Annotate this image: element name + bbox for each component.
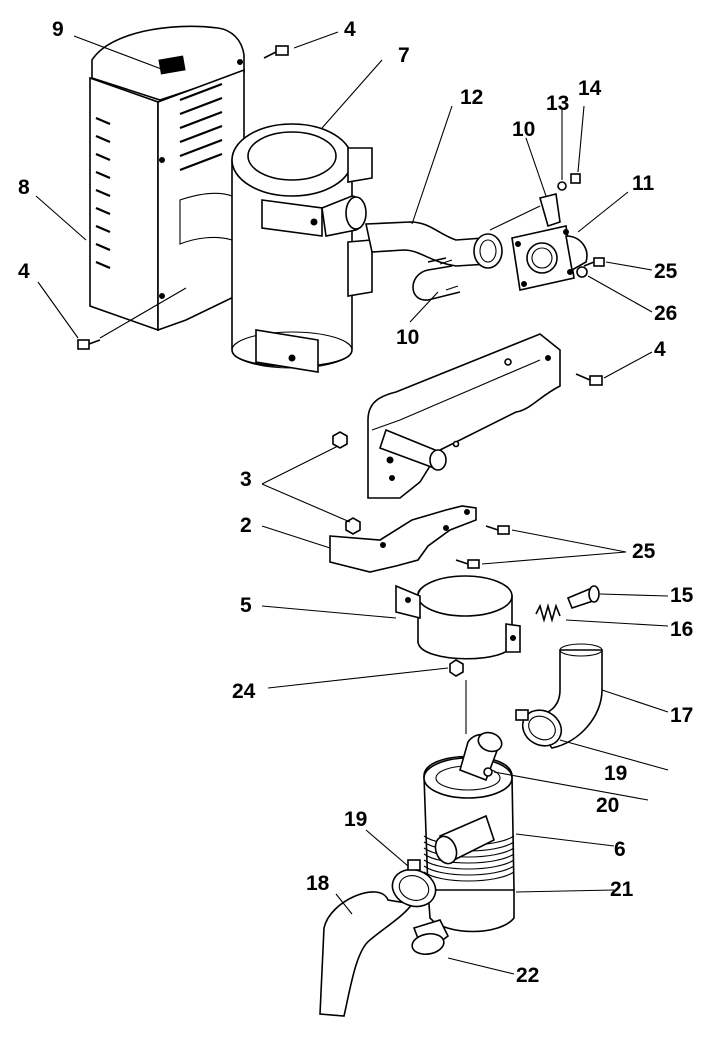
washer-26 [576, 266, 588, 278]
callout-labels: 9 4 7 12 13 14 10 11 8 4 25 26 10 4 3 2 … [18, 18, 694, 987]
spring-16 [535, 603, 561, 623]
callout-9: 9 [52, 18, 64, 41]
callout-22: 22 [516, 964, 539, 987]
nut-24 [449, 659, 464, 677]
callout-24: 24 [232, 680, 256, 703]
hose-clamp-19-lower [391, 859, 437, 908]
callout-21: 21 [610, 878, 634, 901]
callout-5: 5 [240, 594, 252, 617]
callout-15: 15 [670, 584, 694, 607]
centerline-a [99, 287, 187, 339]
bolt-25-b [455, 559, 480, 569]
bolt-4-right [575, 373, 603, 386]
muffler [231, 123, 373, 373]
washer-13 [557, 181, 567, 191]
bolt-4-left [77, 339, 101, 350]
u-bolt [412, 257, 461, 301]
hose-18 [319, 891, 414, 1017]
callout-25-lower: 25 [632, 540, 656, 563]
bolt-25-a [485, 525, 510, 535]
leader-lines [35, 31, 669, 975]
mounting-plate [367, 333, 561, 499]
bracket-2 [329, 505, 477, 573]
callout-19-lower: 19 [344, 808, 367, 831]
flange [511, 225, 588, 291]
callout-25-upper: 25 [654, 260, 678, 283]
callout-20: 20 [596, 794, 619, 817]
callout-10-upper: 10 [512, 118, 535, 141]
callout-16: 16 [670, 618, 693, 641]
callout-2: 2 [240, 514, 252, 537]
callout-10-lower: 10 [396, 326, 419, 349]
callout-7: 7 [398, 44, 410, 67]
callout-4-right: 4 [654, 338, 666, 361]
nut-3b [345, 517, 361, 535]
callout-18: 18 [306, 872, 330, 895]
nut-14 [570, 173, 581, 184]
callout-13: 13 [546, 92, 569, 115]
callout-3: 3 [240, 468, 252, 491]
bolt-25-upper [583, 257, 605, 267]
callout-26: 26 [654, 302, 677, 325]
callout-6: 6 [614, 838, 626, 861]
callout-8: 8 [18, 176, 30, 199]
callout-4-left: 4 [18, 260, 30, 283]
heat-shield [89, 25, 245, 332]
callout-19-upper: 19 [604, 762, 627, 785]
band-clamp [395, 575, 521, 660]
exhaust-pipe [365, 221, 503, 269]
pin-15 [566, 585, 600, 609]
clamp-small [489, 193, 561, 231]
callout-17: 17 [670, 704, 693, 727]
bolt-4-top [263, 45, 289, 59]
callout-4-top: 4 [344, 18, 356, 41]
hose-clamp-19-upper [515, 709, 563, 747]
callout-14: 14 [578, 77, 602, 100]
callout-12: 12 [460, 86, 483, 109]
callout-11: 11 [632, 172, 655, 195]
nut-3a [332, 431, 348, 449]
air-cleaner [411, 731, 515, 956]
